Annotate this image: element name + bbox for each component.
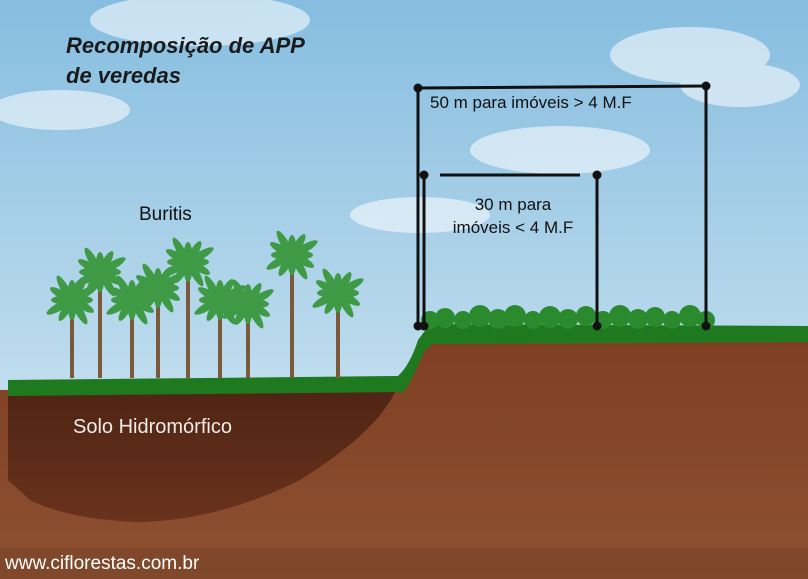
buriti-palm	[162, 237, 214, 378]
dimension-30-line-2: imóveis < 4 M.F	[452, 218, 574, 237]
buriti-palm	[132, 263, 184, 378]
dimension-50-label: 50 m para imóveis > 4 M.F	[430, 93, 632, 112]
title-line-1: Recomposição de APP	[66, 33, 305, 58]
dimension-50m	[413, 81, 711, 331]
dimension-30m	[419, 170, 602, 331]
buriti-palms	[46, 230, 364, 378]
diagram-title: Recomposição de APP de veredas	[66, 31, 305, 91]
buriti-palm	[266, 230, 318, 378]
soil-hydromorphic	[8, 386, 398, 522]
buritis-label: Buritis	[139, 204, 192, 225]
clouds	[0, 0, 800, 233]
grass-line	[8, 324, 808, 396]
dimension-30-label: 30 m para imóveis < 4 M.F	[438, 193, 588, 239]
dimension-30-line-1: 30 m para	[474, 195, 552, 214]
website-url[interactable]: www.ciflorestas.com.br	[5, 553, 200, 574]
title-line-2: de veredas	[66, 63, 181, 88]
buriti-palm	[312, 268, 364, 378]
footer-strip	[0, 548, 808, 579]
buriti-palm	[74, 247, 126, 378]
buriti-palm	[222, 279, 274, 378]
soil-label: Solo Hidromórfico	[73, 416, 232, 438]
riparian-vegetation	[421, 305, 715, 329]
